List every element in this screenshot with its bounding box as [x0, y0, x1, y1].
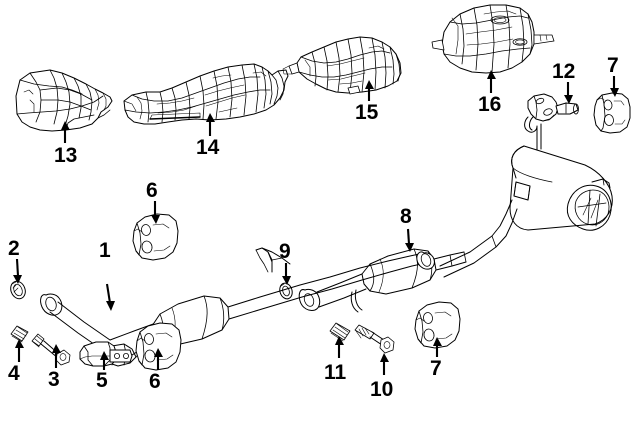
part-6-hanger-insulator-lower: [135, 322, 182, 371]
callout-label-1: 1: [99, 239, 111, 262]
callout-label-6-lower: 6: [149, 370, 161, 393]
callout-label-2: 2: [8, 237, 20, 260]
callout-label-4: 4: [8, 362, 20, 385]
part-11-spring: [329, 322, 351, 342]
part-12-support-bracket: [527, 93, 579, 122]
callout-label-16: 16: [478, 93, 502, 116]
part-3-bolt: [31, 333, 71, 366]
mid-exhaust-pipe: [439, 199, 518, 278]
callout-label-6-upper: 6: [146, 179, 158, 202]
part-10-hanger-bolt: [354, 324, 395, 354]
part-7-hanger-insulator-right: [593, 92, 631, 134]
callout-label-8: 8: [400, 205, 412, 228]
callout-label-14: 14: [196, 136, 220, 159]
part-7-hanger-insulator-center: [414, 301, 461, 349]
callout-label-3: 3: [48, 368, 60, 391]
part-14-heat-insulator: [123, 63, 289, 125]
part-2-gasket-ring: [10, 280, 26, 300]
callout-label-10: 10: [370, 378, 394, 401]
callout-label-11: 11: [324, 361, 347, 384]
part-6-hanger-insulator-upper: [132, 213, 179, 261]
callout-label-7-center: 7: [430, 357, 442, 380]
callout-label-9: 9: [279, 240, 291, 263]
callout-leaders: [13, 70, 619, 375]
callout-label-5: 5: [96, 369, 108, 392]
callout-label-12: 12: [552, 60, 576, 83]
part-13-heat-insulator: [15, 69, 113, 132]
part-15-heat-insulator: [282, 36, 402, 95]
part-4-spring: [10, 325, 29, 343]
callout-label-7-right: 7: [607, 54, 619, 77]
callout-label-13: 13: [54, 144, 78, 167]
callout-label-15: 15: [355, 101, 379, 124]
part-9-gasket-ring: [279, 282, 293, 300]
part-16-heat-insulator: [431, 4, 555, 74]
muffler-assembly: [509, 116, 613, 231]
